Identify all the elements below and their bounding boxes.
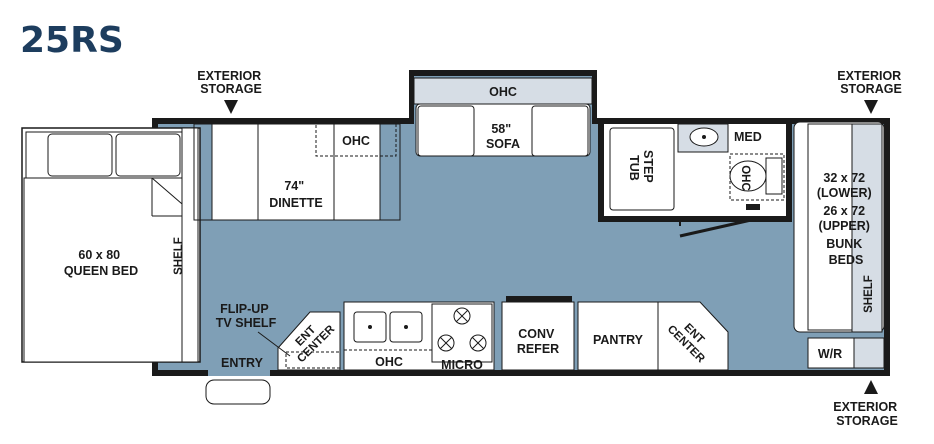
bed-pillow-right [115,133,181,177]
dinette-table [257,123,335,221]
wr-label: W/R [818,347,842,361]
dinette-size: 74" [284,179,304,193]
micro-label: MICRO [441,358,483,372]
ohc-dinette-label: OHC [342,134,370,148]
tv-shelf-pointer [257,331,291,357]
ohc-slide-label: OHC [489,85,517,99]
flip-up-line1: FLIP-UP [220,302,268,316]
shelf-rear [851,123,883,333]
shelf-front-label: SHELF [173,237,185,275]
dinette-seat-rear [333,123,381,221]
bunk-lower: (LOWER) [817,186,872,200]
entry-step [205,379,271,405]
ext-storage-rear-bottom-line1: EXTERIOR [833,400,897,414]
sofa-cushion-right [531,105,589,157]
pantry [577,301,659,371]
step-tub-label: STEP TUB [627,150,655,186]
sink-left-drain-icon [368,325,372,329]
step-tub-line1: STEP [641,150,655,182]
wardrobe [807,337,855,369]
exterior-storage-rear-bottom-label: EXTERIOR STORAGE [833,400,900,428]
bunk-upper-size: 26 x 72 [823,204,865,218]
flip-up-tv-shelf-label: FLIP-UP TV SHELF [216,302,277,330]
burner-left-icon [437,334,455,352]
queen-bed-size: 60 x 80 [78,248,120,262]
ext-storage-rear-bottom-line2: STORAGE [836,414,898,428]
slide-ohc [413,77,593,105]
sofa-label: 58" SOFA [486,122,520,151]
model-title: 25RS [20,20,124,61]
tv-shelf-dashed [285,351,341,369]
exterior-storage-front-label: EXTERIOR STORAGE [197,69,264,96]
ent-center-front [277,311,341,371]
ext-storage-rear-top-line2: STORAGE [840,82,902,96]
conv-refer-line1: CONV [518,327,555,341]
queen-bed-name: QUEEN BED [64,264,138,278]
shelf-rear-label: SHELF [863,275,875,313]
exterior-storage-front-arrow [224,100,238,114]
flip-up-line2: TV SHELF [216,316,277,330]
bunk-lower-size: 32 x 72 [823,171,865,185]
ext-storage-front-line2: STORAGE [200,82,262,96]
bunk-line5: BUNK [826,237,862,251]
sink-right-drain-icon [404,325,408,329]
bathroom-door [679,216,761,238]
bunk-line6: BEDS [829,253,864,267]
pantry-label: PANTRY [593,333,644,347]
sofa-size: 58" [491,122,511,136]
entry-label: ENTRY [221,356,264,370]
sofa-cushion-left [417,105,475,157]
conv-refer-top [506,296,572,302]
ext-storage-front-line1: EXTERIOR [197,69,261,83]
exterior-storage-rear-top-arrow [864,100,878,114]
toilet-tank [765,157,783,195]
queen-bed-label: 60 x 80 QUEEN BED [64,248,138,278]
wardrobe-storage [853,337,885,369]
bunk-upper: (UPPER) [819,219,870,233]
bath-step [746,204,760,210]
kitchen-ohc [343,349,495,371]
med-label: MED [734,130,762,144]
sofa-name: SOFA [486,137,520,151]
burner-top-icon [453,307,471,325]
burner-right-icon [469,334,487,352]
dinette-box [193,123,401,221]
step-tub-line2: TUB [627,155,641,181]
ext-storage-rear-top-line1: EXTERIOR [837,69,901,83]
bed-pillow-left [47,133,113,177]
exterior-storage-rear-top-label: EXTERIOR STORAGE [837,69,904,96]
queen-bed [23,177,197,363]
conv-refer-line2: REFER [517,342,559,356]
toilet-icon [729,160,767,192]
dinette-label: 74" DINETTE [269,179,322,210]
conv-refer-label: CONV REFER [517,327,559,356]
dinette-seat-front [211,123,259,221]
entry-door-gap [208,370,270,376]
ohc-bath-label: OHC [739,165,751,191]
dinette-name: DINETTE [269,196,322,210]
exterior-storage-rear-bottom-arrow [864,380,878,394]
ohc-kitchen-label: OHC [375,355,403,369]
bunk-beds-label: 32 x 72 (LOWER) 26 x 72 (UPPER) BUNK BED… [817,171,875,267]
bath-faucet-icon [702,135,706,139]
ent-center-rear [657,301,729,371]
step-tub [609,127,675,211]
